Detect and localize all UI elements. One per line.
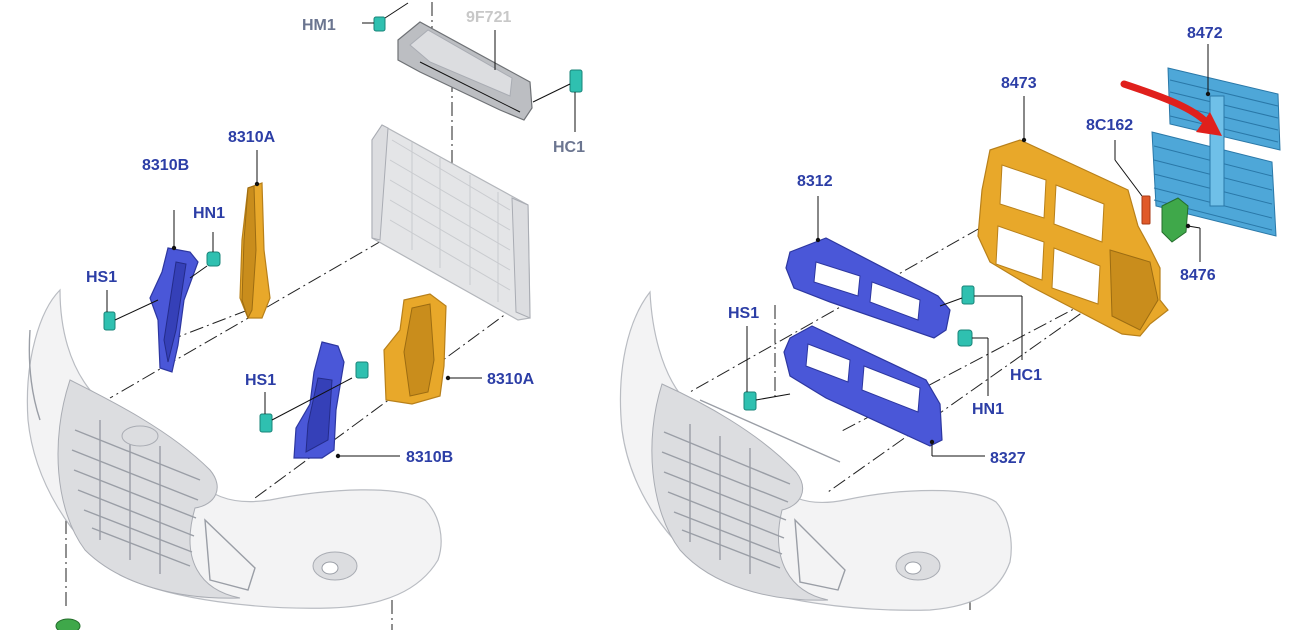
hs1-right-clip [743, 326, 791, 411]
label-hc1-right: HC1 [1010, 367, 1042, 384]
upper-cover-9f721 [397, 21, 533, 121]
label-hc1-top: HC1 [553, 139, 585, 156]
deflector-8310b-bottom [293, 341, 400, 459]
label-8473: 8473 [1001, 75, 1037, 92]
hs1-mid-clip [259, 361, 369, 433]
label-hm1: HM1 [302, 17, 336, 34]
radiator [371, 124, 531, 321]
label-hs1-right: HS1 [728, 305, 759, 322]
front-bumper-left [26, 288, 442, 609]
air-deflector-8327 [783, 325, 985, 457]
hc1-right-clip [939, 285, 1023, 360]
label-8310a-top: 8310A [228, 129, 276, 146]
left-assembly: HM1 9F721 HC1 8310A 8310B HN1 HS1 HS1 83… [26, 2, 585, 630]
front-bumper-right [619, 290, 1012, 611]
label-hn1-left: HN1 [193, 205, 225, 222]
label-8310a-right: 8310A [487, 371, 535, 388]
hn1-right-clip [957, 329, 989, 396]
label-hn1-right: HN1 [972, 401, 1004, 418]
label-8472: 8472 [1187, 25, 1223, 42]
hc1-top-clip [532, 69, 583, 132]
label-hs1-left: HS1 [86, 269, 117, 286]
label-8327: 8327 [990, 450, 1026, 467]
air-guide-frame-8473 [977, 96, 1169, 337]
left-assembly-lines [65, 2, 519, 630]
hm1-clip [362, 2, 409, 32]
hn1-left-clip [189, 232, 221, 279]
air-deflector-8312 [785, 196, 951, 339]
label-8312: 8312 [797, 173, 833, 190]
deflector-8310a-right [383, 293, 482, 405]
label-hs1-mid: HS1 [245, 372, 276, 389]
label-8310b-bottom: 8310B [406, 449, 453, 466]
deflector-8310b-left [149, 210, 199, 373]
hs1-left-clip [103, 290, 159, 331]
right-assembly: 8472 8473 8C162 8312 8476 HS1 HC1 HN1 83… [619, 25, 1281, 614]
shutter-actuator-8476 [1161, 197, 1201, 262]
label-8c162: 8C162 [1086, 117, 1133, 134]
grille-right [661, 424, 791, 574]
label-8476: 8476 [1180, 267, 1216, 284]
part-8c162 [1114, 140, 1151, 225]
bottom-left-clip [55, 618, 81, 630]
red-arrow-indicator [1120, 80, 1222, 136]
deflector-8310a-top [239, 150, 271, 320]
grille-left [71, 420, 201, 574]
label-8310b-left: 8310B [142, 157, 189, 174]
label-9f721: 9F721 [466, 9, 511, 26]
